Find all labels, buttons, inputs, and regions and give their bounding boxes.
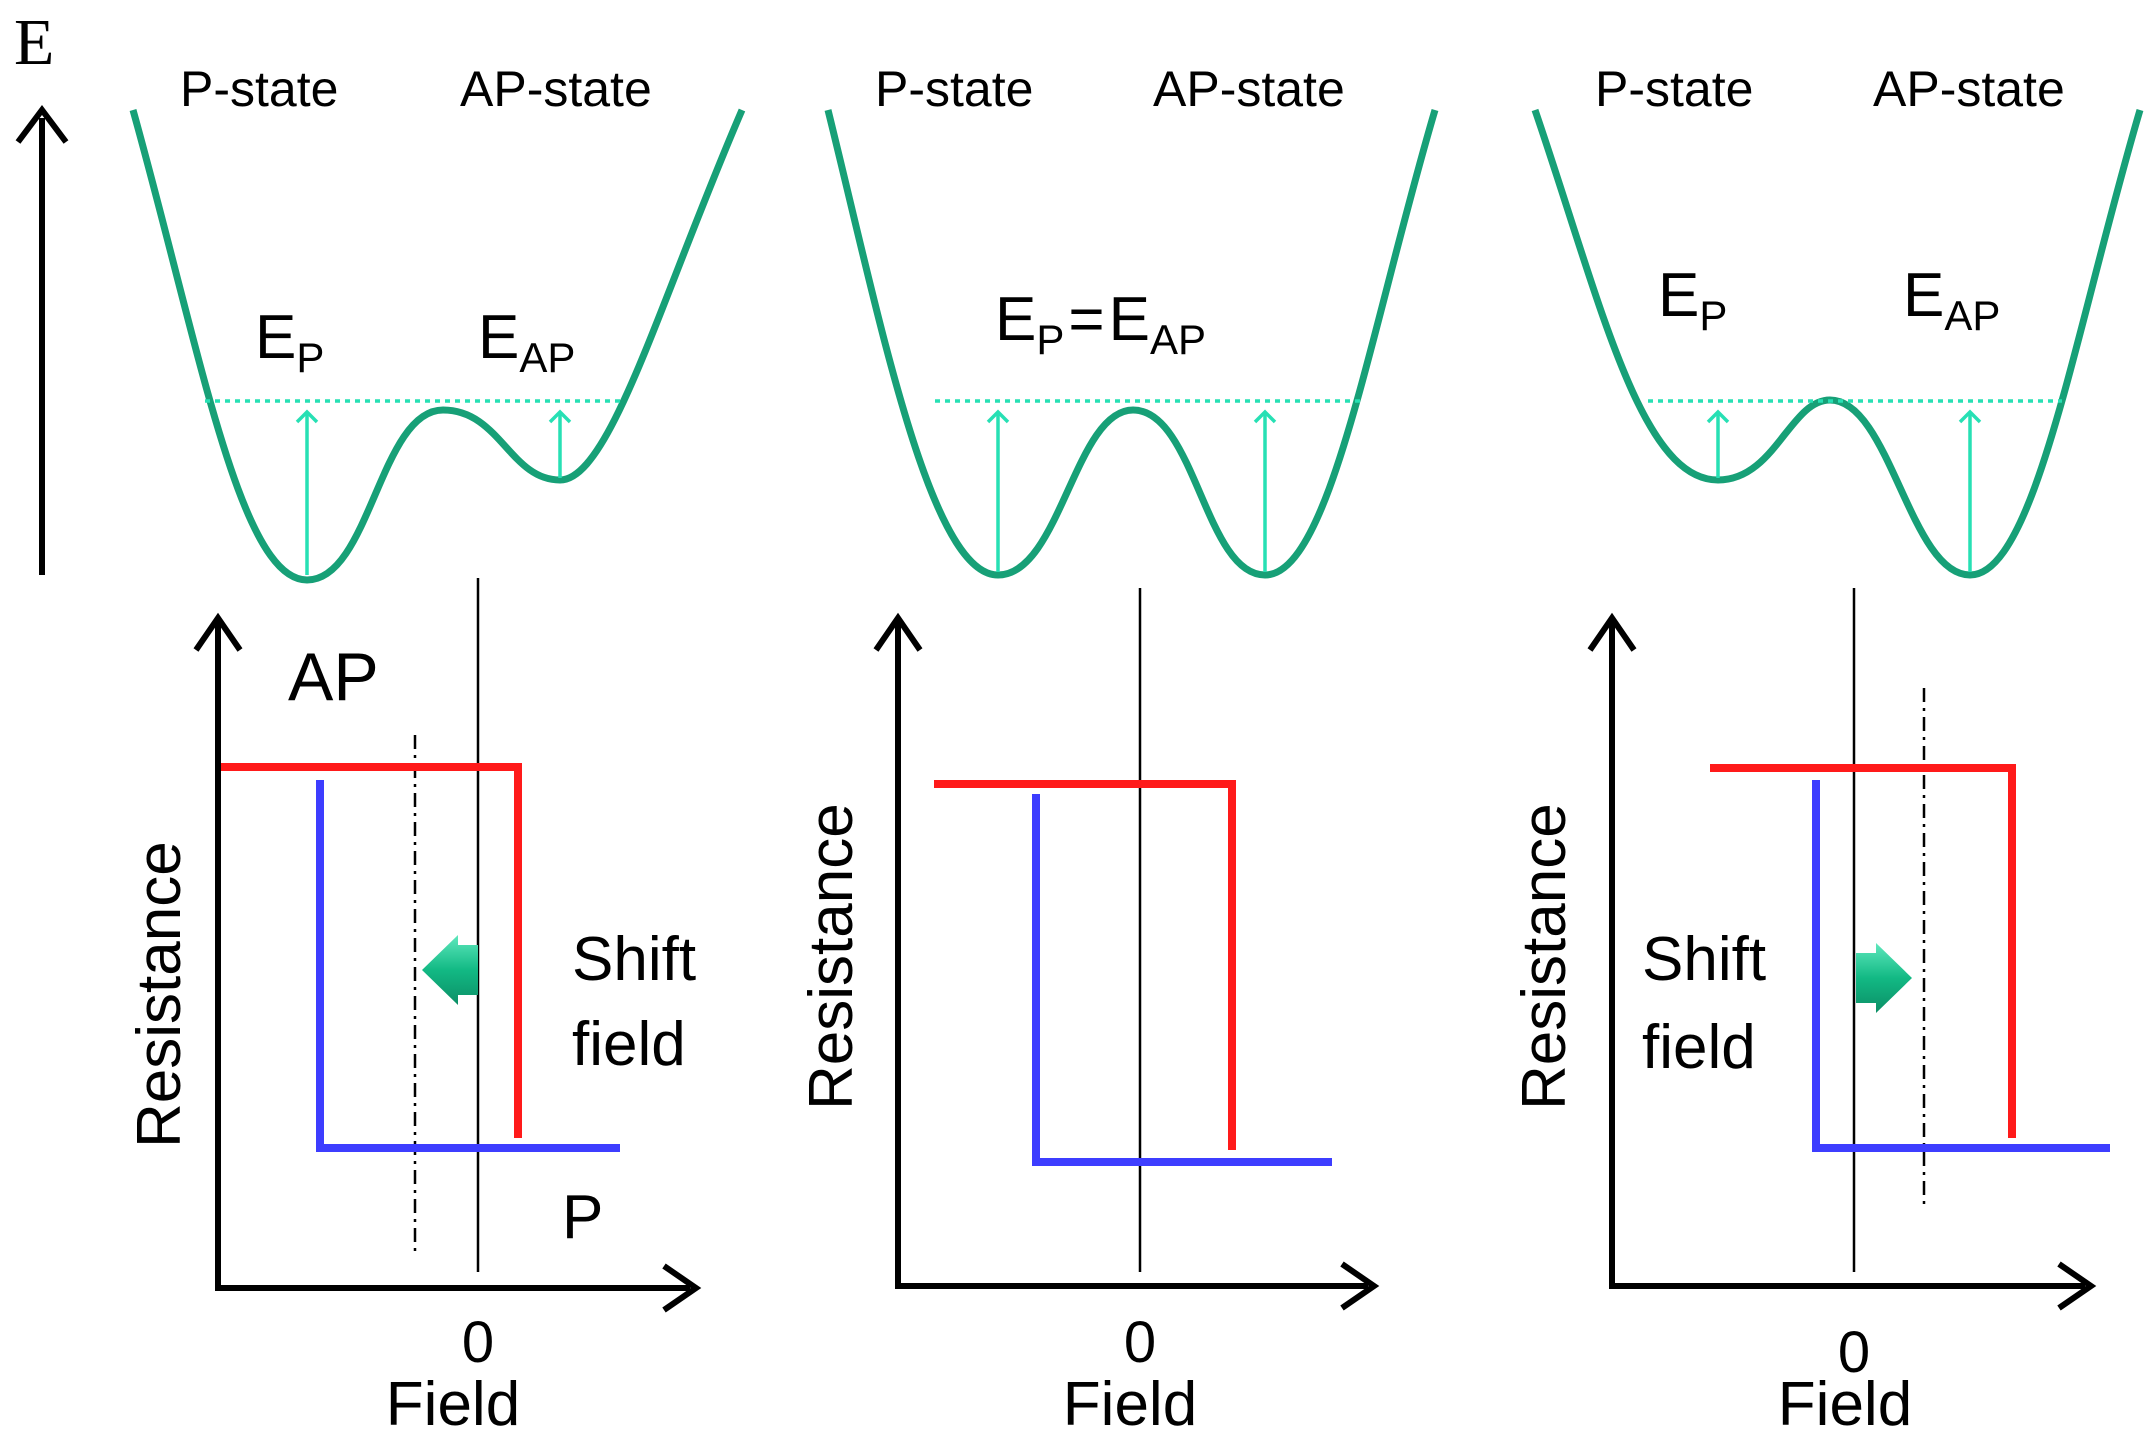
panel-2-ap-branch — [934, 780, 1236, 1150]
panel-2-state-right-label: AP-state — [1153, 61, 1345, 117]
panel-2-energy-well — [824, 109, 1439, 579]
panel-1-shift-label-line2: field — [572, 1010, 686, 1079]
panel-1-state-left-label: P-state — [180, 61, 338, 117]
panel-3-ap-branch — [1710, 764, 2016, 1138]
panel-3-zero-label: 0 — [1838, 1320, 1870, 1385]
panel-2-resistance-label: Resistance — [797, 803, 866, 1110]
panel-1-ap-branch — [221, 763, 522, 1138]
panel-3-energy-right: EAP — [1903, 261, 2000, 339]
energy-axis-label: E — [14, 6, 54, 79]
panel-2-p-branch — [1032, 794, 1332, 1166]
panel-3-energy-well — [1531, 108, 2144, 579]
panel-3-p-branch — [1812, 780, 2110, 1152]
panel-1-zero-label: 0 — [462, 1310, 494, 1375]
panel-2-field-label: Field — [1063, 1370, 1197, 1435]
panel-1-p-branch — [316, 780, 620, 1152]
panel-3-resistance-label: Resistance — [1510, 803, 1579, 1110]
panel-3-resistance-axis-arrowhead — [1587, 612, 1637, 652]
panel-3-state-right-label: AP-state — [1873, 61, 2065, 117]
panel-1-shift-label-line1: Shift — [572, 925, 696, 994]
panel-3-shift-arrow-icon — [1856, 943, 1912, 1013]
energy-axis-arrowhead — [15, 105, 69, 144]
panel-3-shift-label-line2: field — [1642, 1013, 1756, 1082]
panel-1-resistance-axis-arrowhead — [193, 612, 243, 652]
panel-2-field-axis-arrowhead — [1340, 1261, 1380, 1311]
panel-3-state-left-label: P-state — [1595, 61, 1753, 117]
panel-3-shift-label-line1: Shift — [1642, 925, 1766, 994]
panel-1-state-right-label: AP-state — [460, 61, 652, 117]
energy-axis: E — [14, 6, 69, 575]
panel-2-resistance-axis-arrowhead — [873, 612, 923, 652]
panel-3-energy-left: EP — [1658, 261, 1727, 339]
panel-1-field-label: Field — [386, 1370, 520, 1435]
panel-1-energy-left: EP — [255, 303, 324, 381]
panel-3-field-axis-arrowhead — [2057, 1261, 2097, 1311]
panel-1-field-axis-arrowhead — [662, 1263, 702, 1313]
panel-2: P-state AP-state EP=EAP Resistance 0 Fie… — [797, 61, 1439, 1435]
panel-2-zero-label: 0 — [1124, 1310, 1156, 1375]
panel-1-p-label: P — [562, 1183, 603, 1252]
panel-1-resistance-label: Resistance — [125, 841, 194, 1148]
panel-2-state-left-label: P-state — [875, 61, 1033, 117]
panel-1-shift-arrow-icon — [422, 935, 478, 1005]
panel-2-energy-equal: EP=EAP — [995, 285, 1206, 363]
panel-1-ap-label: AP — [288, 639, 379, 715]
panel-1-energy-well — [129, 108, 746, 584]
panel-1: P-state AP-state EP EAP AP P Shift field… — [125, 61, 746, 1435]
panel-3-field-label: Field — [1778, 1370, 1912, 1435]
panel-1-energy-right: EAP — [478, 303, 575, 381]
panel-3: P-state AP-state EP EAP Shift field Resi… — [1510, 61, 2144, 1435]
